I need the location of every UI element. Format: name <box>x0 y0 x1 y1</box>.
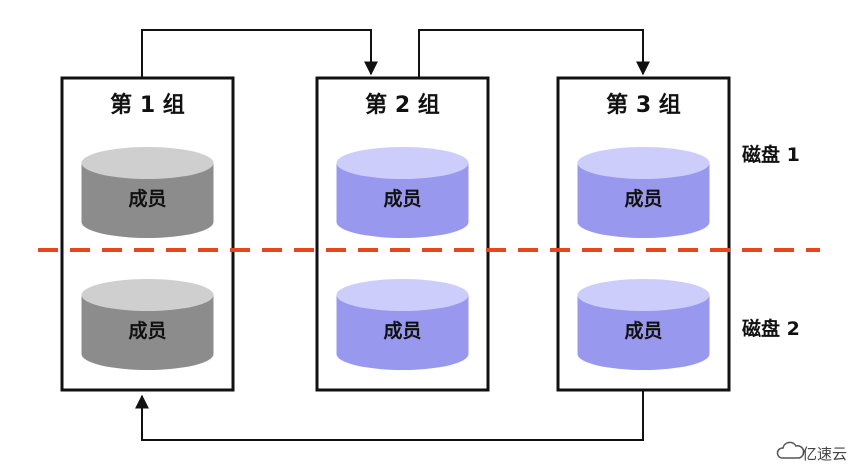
arrow-group2-to-group3 <box>418 29 650 78</box>
member-disk: 成员 <box>81 147 214 238</box>
member-label: 成员 <box>128 187 166 210</box>
member-label: 成员 <box>128 319 166 342</box>
member-disk: 成员 <box>577 147 710 238</box>
group-title: 第 3 组 <box>606 92 681 118</box>
member-label: 成员 <box>383 187 421 210</box>
disk-1-label: 磁盘 1 <box>742 143 800 166</box>
disk-body <box>577 163 710 238</box>
member-disk: 成员 <box>81 279 214 370</box>
arrow-group3-to-group1 <box>135 390 644 441</box>
member-disk: 成员 <box>336 279 469 370</box>
disk-top <box>577 279 710 311</box>
disk-top <box>81 279 214 311</box>
member-label: 成员 <box>624 187 662 210</box>
member-disk: 成员 <box>336 147 469 238</box>
watermark-text: 亿速云 <box>802 445 847 463</box>
disk-2-label: 磁盘 2 <box>742 317 800 340</box>
group-title: 第 2 组 <box>365 92 440 118</box>
disk-body <box>336 295 469 370</box>
member-disk: 成员 <box>577 279 710 370</box>
disk-body <box>577 295 710 370</box>
disk-body <box>81 163 214 238</box>
disk-body <box>336 163 469 238</box>
member-label: 成员 <box>383 319 421 342</box>
disk-top <box>577 147 710 179</box>
disk-top <box>81 147 214 179</box>
cloud-icon <box>776 441 805 459</box>
disk-top <box>336 279 469 311</box>
member-label: 成员 <box>624 319 662 342</box>
arrow-group1-to-group2 <box>141 29 378 78</box>
disk-body <box>81 295 214 370</box>
disk-top <box>336 147 469 179</box>
watermark-logo: 亿速云 <box>776 441 847 463</box>
group-title: 第 1 组 <box>110 92 185 118</box>
